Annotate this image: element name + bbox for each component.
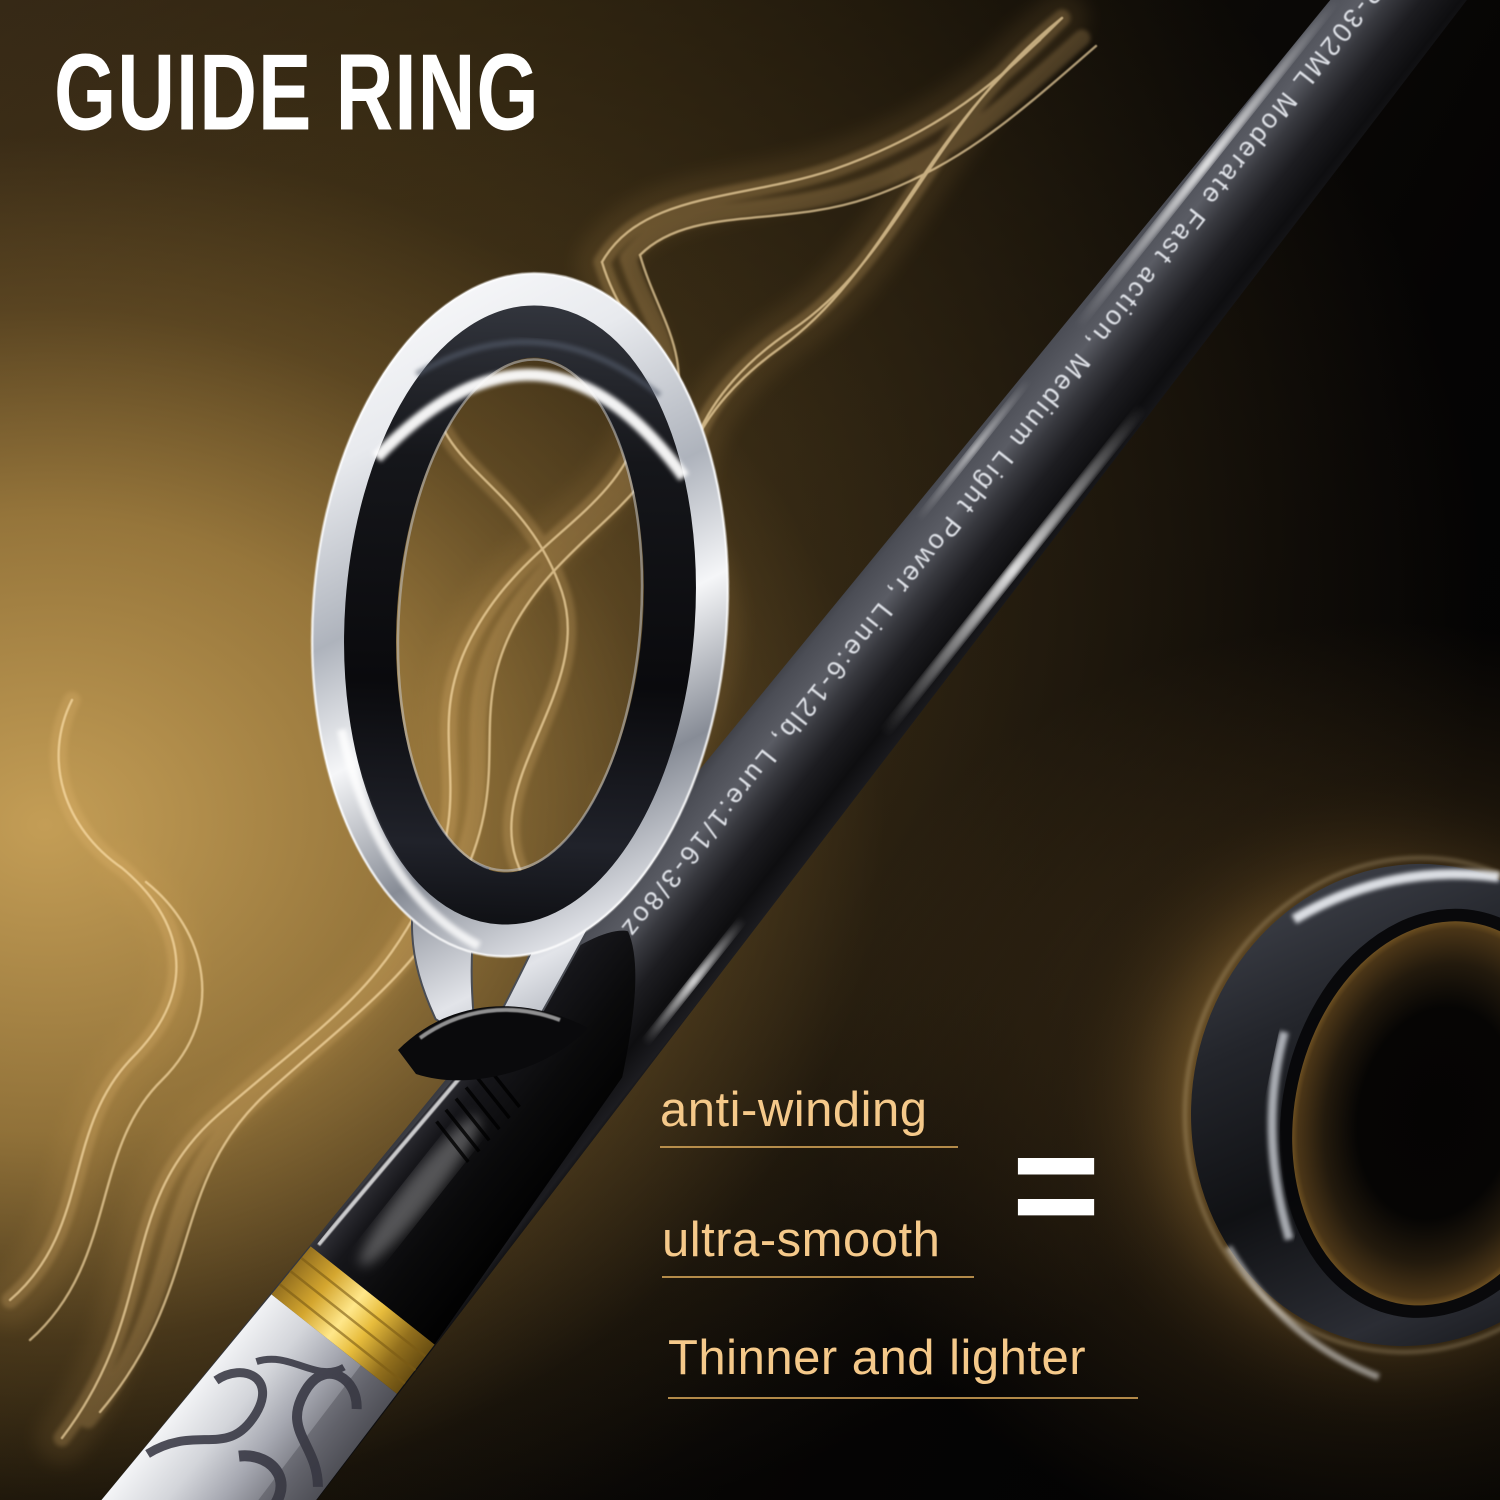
ceramic-ring-graphic xyxy=(1040,760,1500,1450)
ring-hole xyxy=(1292,921,1500,1306)
feature-underline xyxy=(662,1276,974,1278)
rod-gold-band xyxy=(271,1246,435,1394)
guide-insert-ring xyxy=(344,305,696,925)
feature-underline xyxy=(660,1146,958,1148)
guide-ring-graphic xyxy=(310,272,730,1081)
page-title: GUIDE RING xyxy=(54,31,540,153)
equals-symbol: = xyxy=(1011,1100,1101,1270)
feature-thinner-lighter: Thinner and lighter xyxy=(668,1331,1087,1385)
feature-ultra-smooth: ultra-smooth xyxy=(662,1213,941,1267)
feature-underline xyxy=(668,1397,1138,1399)
rod-handle-marble xyxy=(85,1294,397,1500)
guide-frame-ring xyxy=(312,273,728,957)
ring-inner-rim xyxy=(1279,908,1500,1318)
feature-anti-winding: anti-winding xyxy=(660,1083,928,1137)
